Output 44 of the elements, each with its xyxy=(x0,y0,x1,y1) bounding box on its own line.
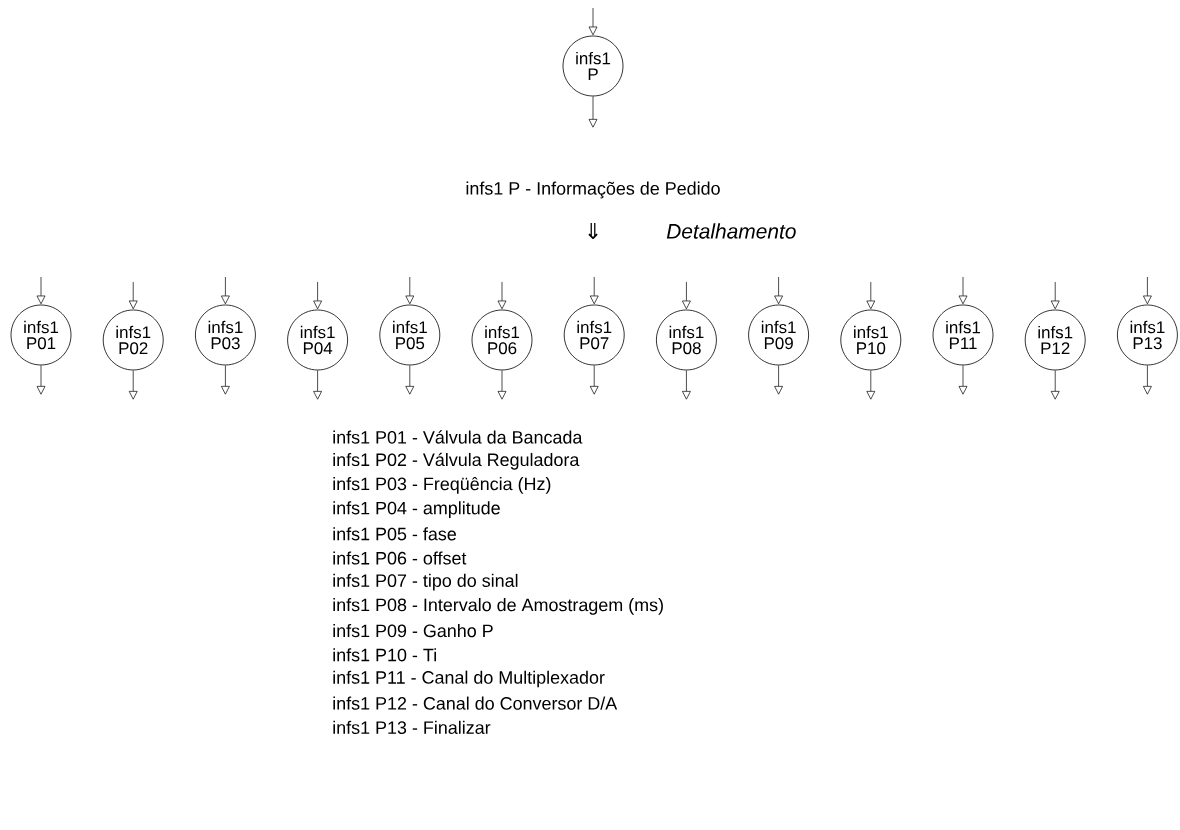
arrow xyxy=(589,276,599,305)
arrow xyxy=(1143,365,1152,395)
arrow xyxy=(128,370,138,400)
arrow xyxy=(588,96,598,128)
arrow xyxy=(1050,281,1060,310)
caption-text: infs1 P - Informações de Pedido xyxy=(466,181,720,199)
legend-line: infs1 P04 - amplitude xyxy=(333,501,500,518)
legend-line: infs1 P11 - Canal do Multiplexador xyxy=(333,670,605,688)
arrow xyxy=(682,370,691,400)
arrow xyxy=(682,281,691,310)
arrow xyxy=(774,365,783,395)
arrow xyxy=(866,370,876,400)
arrow xyxy=(36,276,46,305)
legend-line: infs1 P01 - Válvula da Bancada xyxy=(333,430,583,444)
arrow xyxy=(774,276,783,305)
arrow xyxy=(588,7,598,36)
legend-line: infs1 P07 - tipo do sinal xyxy=(333,573,518,591)
arrow xyxy=(405,276,415,305)
legend-line: infs1 P02 - Válvula Reguladora xyxy=(333,452,580,470)
arrow xyxy=(958,365,968,395)
arrow xyxy=(221,365,230,395)
legend-line: infs1 P13 - Finalizar xyxy=(333,720,491,734)
arrow xyxy=(313,281,322,310)
arrow xyxy=(1143,276,1152,305)
legend-line: infs1 P09 - Ganho P xyxy=(333,624,493,638)
arrow xyxy=(36,365,46,395)
down-arrow-symbol: ⇓ xyxy=(588,222,598,240)
detail-label: Detalhamento xyxy=(666,223,796,239)
legend-line: infs1 P03 - Freqüência (Hz) xyxy=(333,477,551,494)
arrow xyxy=(866,281,876,310)
arrow xyxy=(497,281,507,310)
legend-line: infs1 P05 - fase xyxy=(333,527,456,541)
arrow xyxy=(405,365,415,395)
arrow xyxy=(128,281,138,310)
arrow xyxy=(1050,370,1060,400)
arrow xyxy=(221,276,230,305)
arrow xyxy=(497,370,507,400)
legend-line: infs1 P08 - Intervalo de Amostragem (ms) xyxy=(333,598,663,615)
legend-line: infs1 P12 - Canal do Conversor D/A xyxy=(333,696,618,710)
legend-line: infs1 P06 - offset xyxy=(333,551,467,565)
arrow xyxy=(313,370,322,400)
arrow xyxy=(589,365,599,395)
arrow xyxy=(958,276,968,305)
legend-line: infs1 P10 - Ti xyxy=(333,648,436,662)
